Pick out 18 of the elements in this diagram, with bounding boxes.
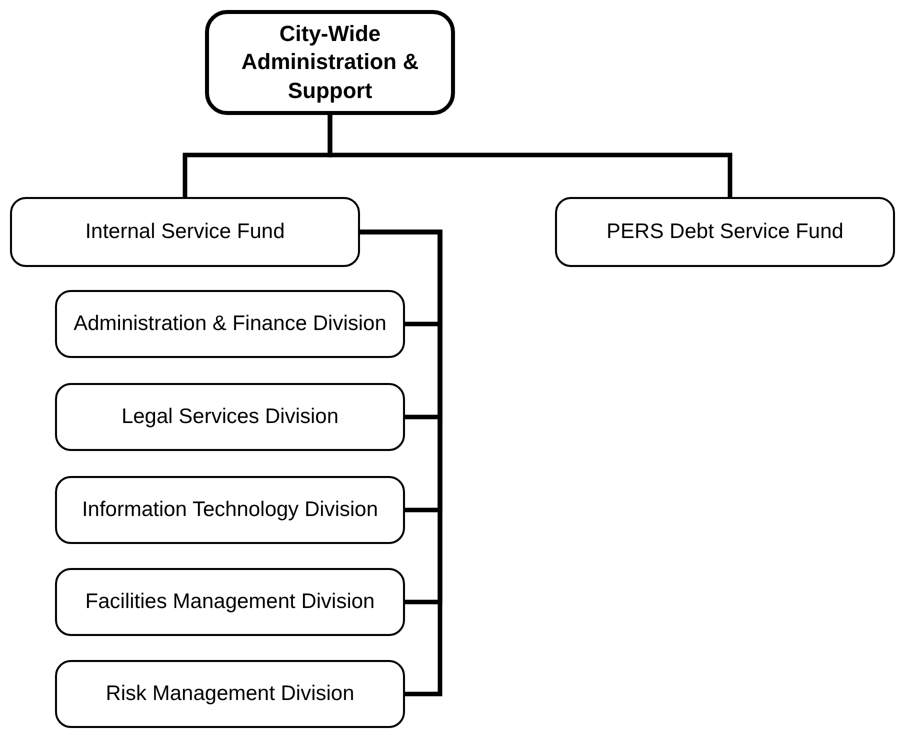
division-box <box>55 568 405 636</box>
unit-name: Risk Management Division <box>106 681 354 708</box>
unit-name: Administration & Finance Division <box>74 311 386 338</box>
unit-name: Legal Services Division <box>121 404 339 430</box>
division-box <box>555 197 895 267</box>
unit-name: PERS Debt Service Fund <box>606 219 844 246</box>
unit-name: Facilities Management Division <box>85 589 375 616</box>
division-box <box>10 197 360 267</box>
unit-name: Information Technology Division <box>82 497 378 524</box>
division-box <box>55 290 405 358</box>
connector-line <box>360 230 442 696</box>
connector-line <box>328 115 732 197</box>
division-box <box>55 660 405 728</box>
division-box <box>55 383 405 451</box>
org-unit-box <box>205 10 455 115</box>
division-box <box>55 476 405 544</box>
unit-name: Internal Service Fund <box>85 219 285 246</box>
unit-name: City-Wide Administration & Support <box>240 20 420 105</box>
